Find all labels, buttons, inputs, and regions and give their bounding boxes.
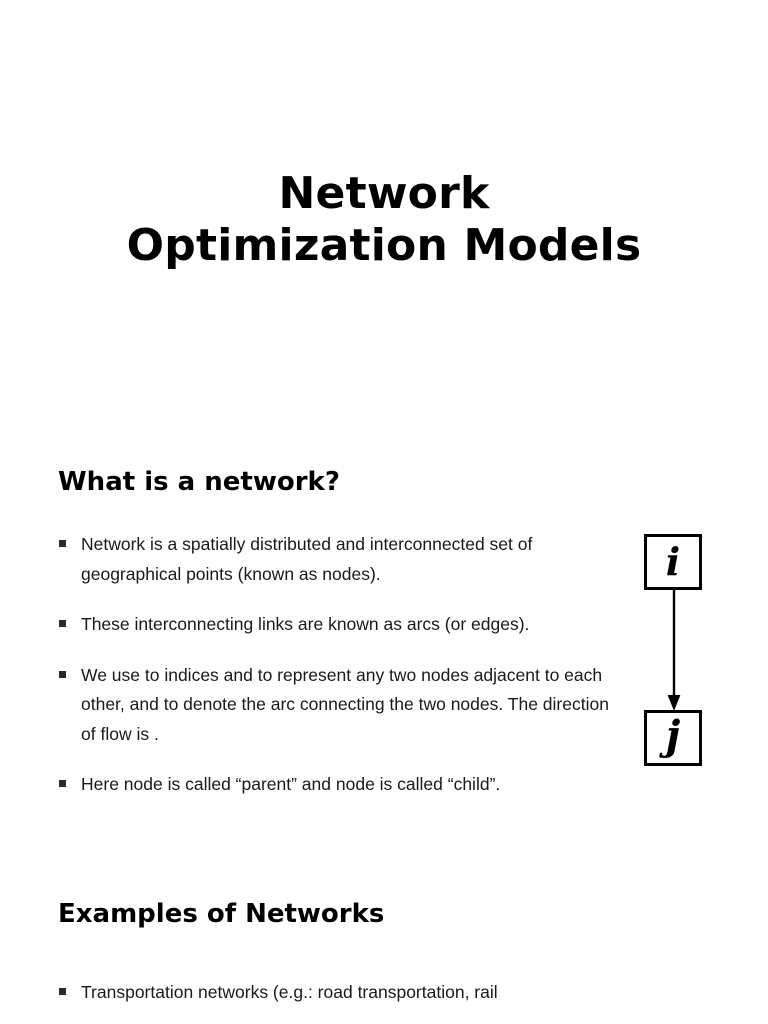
list-item: These interconnecting links are known as… [56,610,616,640]
list-item: Network is a spatially distributed and i… [56,530,616,589]
list-item: We use to indices and to represent any t… [56,661,616,750]
list-item-text: Network is a spatially distributed and i… [81,534,533,584]
page-title-line-1: Network [278,168,490,219]
bullet-square-icon [59,780,66,787]
list-item-text: Here node is called “parent” and node is… [81,774,501,794]
child-node-label: j [665,712,681,759]
node-arc-diagram: i j [644,534,704,766]
arc-arrow-icon [667,588,681,711]
section-heading-what-is-a-network: What is a network? [58,467,340,497]
bullet-square-icon [59,988,66,995]
parent-node-box: i [644,534,702,590]
parent-node-label: i [665,539,681,584]
bullet-list-what-is-a-network: Network is a spatially distributed and i… [56,530,616,800]
child-node-box: j [644,710,702,766]
page-title-line-2: Optimization Models [126,220,642,271]
section-heading-examples-of-networks: Examples of Networks [58,899,385,929]
list-item-text: These interconnecting links are known as… [81,614,530,634]
list-item-text: Transportation networks (e.g.: road tran… [81,982,498,1002]
list-item: Here node is called “parent” and node is… [56,770,616,800]
list-item-text: We use to indices and to represent any t… [81,664,609,744]
bullet-square-icon [59,620,66,627]
bullet-list-examples-of-networks: Transportation networks (e.g.: road tran… [56,978,616,1008]
bullet-square-icon [59,670,66,678]
bullet-square-icon [59,540,66,547]
list-item: Transportation networks (e.g.: road tran… [56,978,616,1008]
page-title: Network Optimization Models [0,168,768,272]
